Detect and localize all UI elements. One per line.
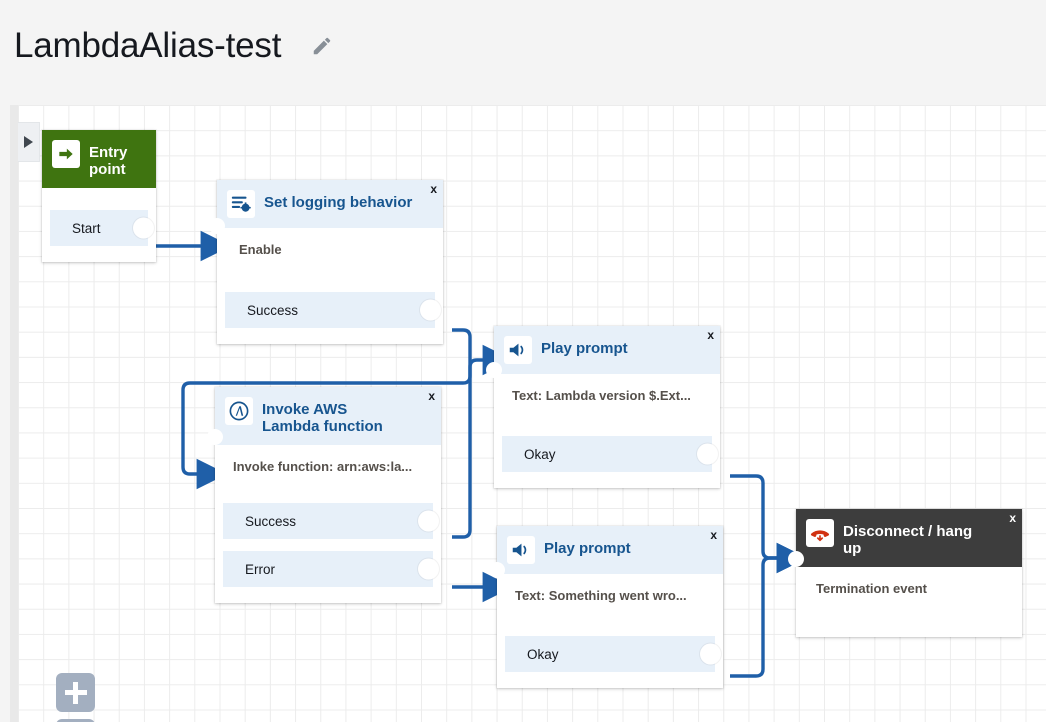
node-disconnect-hang-up[interactable]: Disconnect / hang up x Termination event: [788, 509, 1022, 637]
node-ports: Start: [42, 210, 156, 262]
node-input-knob[interactable]: [486, 362, 502, 378]
port-error[interactable]: Error: [223, 551, 439, 587]
node-set-logging-behavior[interactable]: Set logging behavior x Enable Success: [209, 180, 443, 344]
port-connector-knob[interactable]: [418, 558, 439, 580]
close-icon[interactable]: x: [428, 389, 435, 403]
app-header: LambdaAlias-test: [0, 0, 1046, 92]
node-input-knob[interactable]: [489, 562, 505, 578]
port-connector-knob[interactable]: [697, 443, 718, 465]
port-label: Okay: [527, 646, 559, 662]
node-body: Text: Something went wro...: [497, 574, 723, 610]
logging-bug-icon: [227, 190, 255, 218]
node-title: Disconnect / hang up: [843, 523, 973, 557]
entry-arrow-icon: [52, 140, 80, 168]
close-icon[interactable]: x: [707, 328, 714, 342]
node-description: Text: Something went wro...: [515, 588, 687, 603]
close-icon[interactable]: x: [710, 528, 717, 542]
flow-canvas[interactable]: Entry point Start: [18, 105, 1046, 722]
node-title: Entry point: [89, 144, 128, 178]
node-ports: Okay: [497, 610, 723, 688]
node-header: Entry point: [42, 130, 156, 188]
port-connector-knob[interactable]: [420, 299, 441, 321]
port-start[interactable]: Start: [50, 210, 154, 246]
node-header: Play prompt x: [494, 326, 720, 374]
node-input-knob[interactable]: [788, 551, 804, 567]
speaker-icon: [507, 536, 535, 564]
lambda-icon: [225, 397, 253, 425]
port-label: Okay: [524, 446, 556, 462]
zoom-controls: [56, 673, 95, 722]
canvas-region: Entry point Start: [0, 92, 1046, 722]
node-description: Termination event: [816, 581, 928, 596]
port-label: Error: [245, 561, 275, 577]
port-label: Success: [247, 302, 299, 318]
node-description: Enable: [239, 242, 282, 257]
node-title: Invoke AWS Lambda function: [262, 401, 383, 435]
node-header: Invoke AWS Lambda function x: [215, 387, 441, 445]
port-okay[interactable]: Okay: [502, 436, 718, 472]
node-description: Invoke function: arn:aws:la...: [233, 459, 413, 474]
port-label: Success: [245, 513, 297, 529]
node-title: Set logging behavior: [264, 194, 413, 211]
edge-play-prompt-error-to-disconnect: [730, 542, 808, 678]
port-connector-knob[interactable]: [133, 217, 154, 239]
port-connector-knob[interactable]: [418, 510, 439, 532]
port-label: Start: [72, 220, 101, 236]
node-play-prompt-success[interactable]: Play prompt x Text: Lambda version $.Ext…: [486, 326, 720, 488]
port-connector-knob[interactable]: [700, 643, 721, 665]
node-body: Termination event: [796, 567, 1022, 637]
close-icon[interactable]: x: [1009, 511, 1016, 525]
plus-vertical-bar: [73, 681, 78, 704]
close-icon[interactable]: x: [430, 182, 437, 196]
side-panel-edge: [10, 105, 18, 722]
edit-title-button[interactable]: [307, 31, 337, 61]
node-body: Invoke function: arn:aws:la...: [215, 445, 441, 481]
pencil-icon: [313, 37, 331, 55]
zoom-out-button[interactable]: [56, 719, 95, 722]
node-entry-point[interactable]: Entry point Start: [42, 130, 156, 262]
node-ports: Success Error: [215, 481, 441, 603]
port-success[interactable]: Success: [225, 292, 441, 328]
node-title: Play prompt: [541, 340, 628, 357]
port-okay[interactable]: Okay: [505, 636, 721, 672]
port-success[interactable]: Success: [223, 503, 439, 539]
speaker-icon: [504, 336, 532, 364]
node-ports: Okay: [494, 410, 720, 488]
phone-hangup-icon: [806, 519, 834, 547]
chevron-right-icon: [24, 136, 33, 148]
node-title: Play prompt: [544, 540, 631, 557]
edge-lambda-success-to-play-prompt-success: [452, 344, 514, 539]
node-body: Text: Lambda version $.Ext...: [494, 374, 720, 410]
node-ports: Success: [217, 264, 443, 344]
zoom-in-button[interactable]: [56, 673, 95, 712]
node-header: Set logging behavior x: [217, 180, 443, 228]
node-input-knob[interactable]: [209, 218, 225, 234]
node-invoke-aws-lambda-function[interactable]: Invoke AWS Lambda function x Invoke func…: [207, 387, 441, 603]
edge-play-prompt-success-to-disconnect: [730, 474, 808, 574]
node-header: Play prompt x: [497, 526, 723, 574]
node-header: Disconnect / hang up x: [796, 509, 1022, 567]
side-panel-toggle-button[interactable]: [18, 122, 40, 162]
node-play-prompt-error[interactable]: Play prompt x Text: Something went wro..…: [489, 526, 723, 688]
page-title: LambdaAlias-test: [14, 26, 282, 65]
node-description: Text: Lambda version $.Ext...: [512, 388, 691, 403]
node-input-knob[interactable]: [207, 429, 223, 445]
node-body: Enable: [217, 228, 443, 264]
